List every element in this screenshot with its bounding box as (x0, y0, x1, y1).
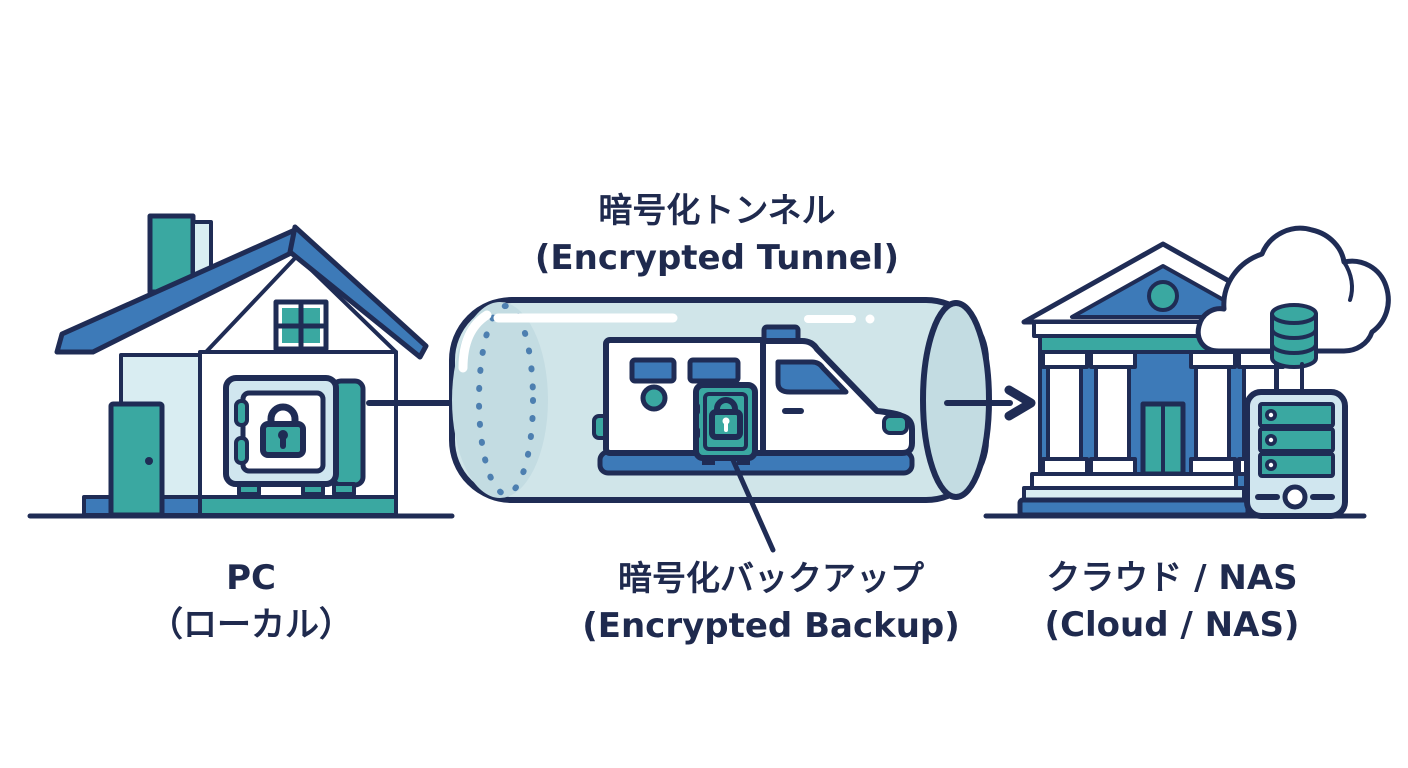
tunnel-left-cap (452, 302, 548, 498)
lock-icon (260, 403, 306, 458)
window-slit (629, 357, 677, 384)
window-mullions (276, 302, 326, 349)
safe-hinge (234, 436, 249, 465)
pc-label-ja: PC (226, 558, 276, 598)
house-icon (54, 213, 429, 518)
safe-hinge (693, 403, 700, 415)
tunnel-label-en: (Encrypted Tunnel) (534, 238, 900, 278)
tunnel-label-ja: 暗号化トンネル (598, 191, 836, 231)
safe-hinge (693, 427, 700, 439)
nas-icon (1244, 389, 1348, 519)
step-base (1017, 497, 1251, 518)
pc-label-en: （ローカル） (149, 605, 353, 645)
base-right (198, 495, 398, 517)
backup-label-en: (Encrypted Backup) (582, 606, 960, 646)
database-icon (1270, 303, 1318, 369)
cloud-nas-label-ja: クラウド / NAS (1046, 558, 1298, 598)
cab-window (775, 359, 849, 395)
drive-bay (1258, 402, 1335, 428)
safe-icon (223, 375, 366, 496)
tunnel-highlight-dot (865, 314, 875, 324)
cloud-inner-arc (1342, 260, 1354, 302)
lock-icon (709, 397, 743, 440)
safe-icon (693, 382, 758, 465)
tunnel-label: 暗号化トンネル (Encrypted Tunnel) (535, 188, 899, 282)
nas-knob (1282, 484, 1308, 510)
drive-bay (1258, 452, 1335, 478)
cloud-nas-label-en: (Cloud / NAS) (1044, 605, 1300, 645)
cloud-nas-label: クラウド / NAS (Cloud / NAS) (1045, 555, 1300, 649)
pediment-medallion (1147, 280, 1179, 312)
safe-foot (332, 482, 356, 496)
tunnel-highlight (458, 310, 492, 373)
tunnel-dashed-ring (476, 303, 536, 497)
safe-hinge (234, 399, 249, 427)
window-slit (687, 357, 741, 384)
backup-label: 暗号化バックアップ (Encrypted Backup) (582, 556, 960, 650)
callout-leader-line (730, 457, 776, 553)
headlight (882, 414, 909, 435)
pc-label: PC （ローカル） (149, 555, 353, 649)
roof-right (287, 224, 429, 360)
armored-truck-icon (592, 324, 915, 476)
door (108, 401, 165, 518)
drive-bay (1258, 427, 1335, 453)
door-knob (145, 457, 153, 465)
porthole (640, 384, 668, 412)
backup-label-ja: 暗号化バックアップ (618, 559, 924, 599)
arrow-right-icon (944, 385, 1036, 421)
cloud-icon (1195, 225, 1391, 354)
step (1030, 472, 1238, 490)
